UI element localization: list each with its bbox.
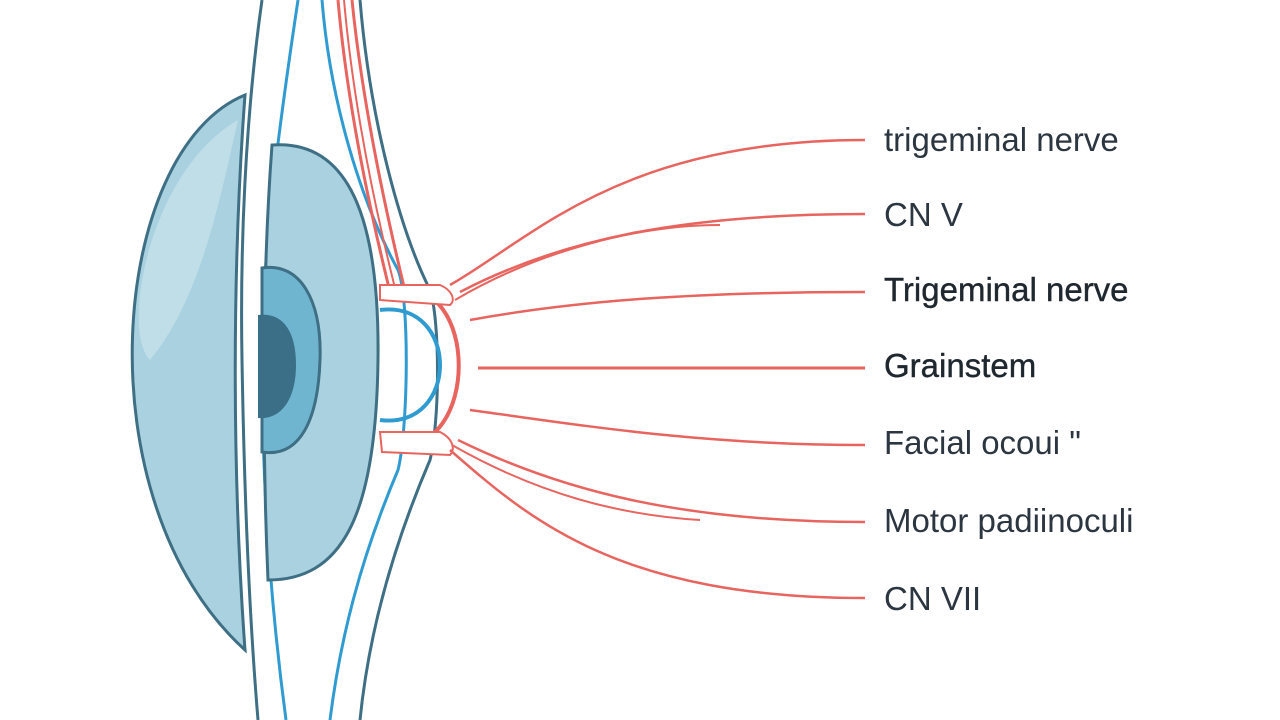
brainstem-ring-blue bbox=[379, 307, 442, 423]
label-trigeminal-nerve: trigeminal nerve bbox=[884, 121, 1119, 158]
nerve-strand-c bbox=[343, 0, 399, 301]
label-motor: Motor padiinoculi bbox=[884, 502, 1134, 539]
pupil bbox=[258, 314, 296, 419]
tube-right-blue bbox=[320, 0, 408, 720]
label-brainstem: Grainstem bbox=[884, 347, 1037, 384]
label-trigeminal-nerve-2: Trigeminal nerve bbox=[884, 271, 1129, 308]
nerve-line-2 bbox=[459, 212, 866, 294]
nerve-line-3 bbox=[469, 290, 866, 322]
nerve-line-6 bbox=[457, 438, 866, 524]
brainstem-band-bottom bbox=[378, 431, 454, 457]
nerve-line-1 bbox=[449, 138, 866, 287]
label-cn-vii: CN VII bbox=[884, 580, 982, 617]
nerve-line-2b bbox=[454, 224, 721, 301]
outer-tube-left bbox=[240, 0, 264, 720]
label-facial: Facial ocoui " bbox=[884, 424, 1081, 461]
nerve-strand-a bbox=[336, 0, 394, 301]
label-cn-v: CN V bbox=[884, 196, 963, 233]
nerve-strand-b bbox=[350, 0, 408, 296]
tube-right-outer bbox=[358, 0, 439, 720]
eye-outer-highlight bbox=[138, 120, 238, 360]
nerve-line-6b bbox=[451, 444, 701, 521]
nerve-line-7 bbox=[449, 449, 866, 600]
brainstem-band-top bbox=[379, 284, 454, 307]
nerve-line-5 bbox=[469, 408, 866, 447]
